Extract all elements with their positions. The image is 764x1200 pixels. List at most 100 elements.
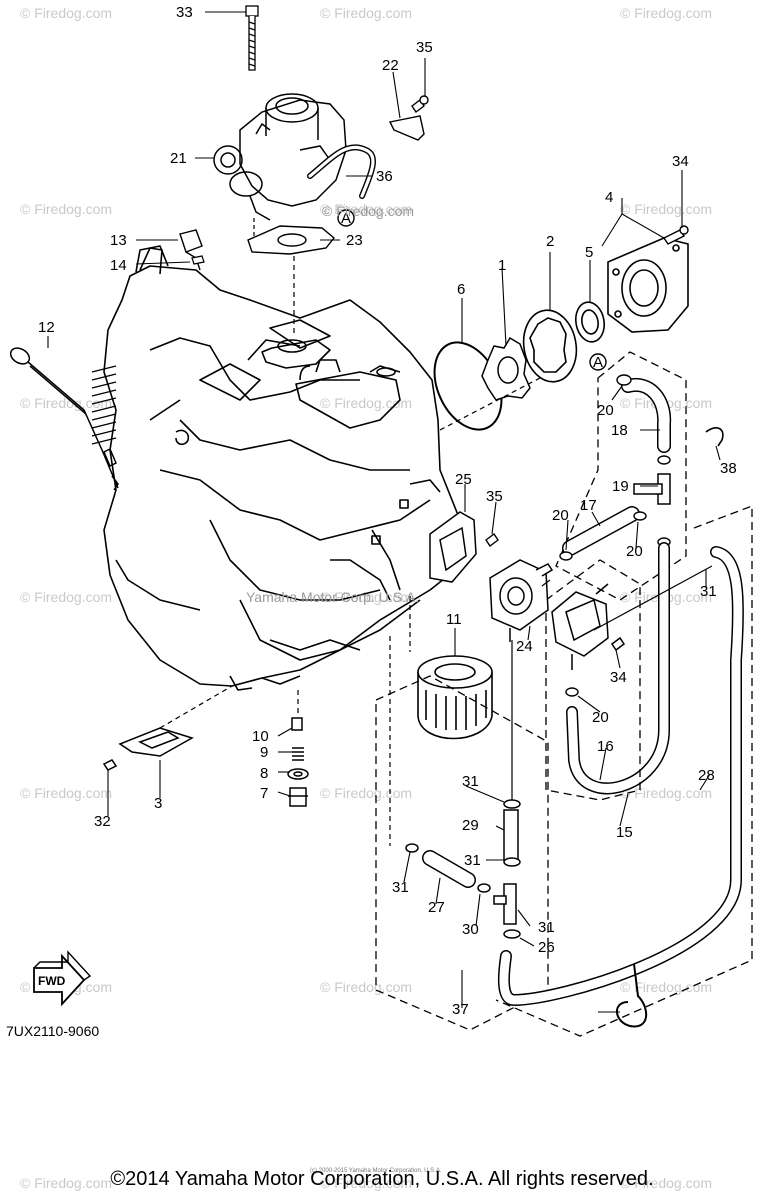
assembly-box-28: [495, 505, 753, 1037]
carburetor: [213, 93, 347, 221]
callout: 9: [260, 744, 268, 761]
gasket: [247, 225, 335, 255]
callout: 14: [110, 257, 127, 274]
joint-19: [633, 473, 671, 505]
watermark-text: © Firedog.com: [320, 979, 412, 995]
watermark-text: © Firedog.com: [20, 395, 112, 411]
reference-a-top: A: [337, 209, 355, 227]
watermark-text: © Firedog.com: [320, 589, 412, 605]
watermark-text: © Firedog.com: [320, 5, 412, 21]
copyright-notice: ©2014 Yamaha Motor Corporation, U.S.A. A…: [110, 1168, 654, 1190]
callout: 34: [610, 669, 627, 686]
bracket: [388, 115, 425, 141]
clip-38: [705, 427, 724, 447]
fwd-label: FWD: [38, 974, 66, 988]
callout: 29: [462, 817, 479, 834]
callout: 11: [446, 611, 462, 628]
dipstick: [9, 347, 119, 491]
outer-rotor: [522, 309, 578, 383]
callout: 35: [486, 488, 503, 505]
fuel-pump: [489, 559, 554, 642]
callout: 31: [700, 583, 717, 600]
callout: 36: [376, 168, 393, 185]
callout: 15: [616, 824, 633, 841]
callout: 20: [552, 507, 569, 524]
callout: 26: [538, 939, 555, 956]
leader-lines: [47, 11, 721, 1013]
callout: 33: [176, 4, 193, 21]
center-watermark: © Firedog.com: [322, 203, 414, 219]
callout: 20: [597, 402, 614, 419]
callout: 23: [346, 232, 363, 249]
callout: 12: [38, 319, 55, 336]
callout: 7: [260, 785, 268, 802]
callout: 28: [698, 767, 715, 784]
callout: 5: [585, 244, 593, 261]
ref-a-top-label: A: [341, 210, 351, 227]
pump-cover: [607, 237, 689, 333]
assembly-box-15: [545, 559, 641, 801]
callout: 4: [605, 189, 613, 206]
watermark-text: © Firedog.com: [20, 589, 112, 605]
inner-rotor: [481, 336, 531, 401]
callout: 37: [452, 1001, 469, 1018]
callout: 2: [546, 233, 554, 250]
watermark-text: © Firedog.com: [620, 201, 712, 217]
callout: 22: [382, 57, 399, 74]
drawing-code: 7UX2110-9060: [6, 1023, 99, 1039]
watermark-text: © Firedog.com: [20, 201, 112, 217]
watermark-text: © Firedog.com: [20, 5, 112, 21]
callout: 38: [720, 460, 737, 477]
callout: 16: [597, 738, 614, 755]
inline-copyright: Yamaha Motor Corp. U.S.A.: [246, 589, 419, 605]
callout: 19: [612, 478, 629, 495]
callout: 24: [516, 638, 533, 655]
reference-a-right: A: [589, 353, 607, 371]
tiny-notice: (c) 2000-2015 Yamaha Motor Corporation, …: [310, 1168, 442, 1174]
fwd-arrow: [33, 950, 92, 1007]
screw-35-top: [411, 95, 429, 114]
callout: 32: [94, 813, 111, 830]
engine-fins: [91, 365, 117, 445]
callout: 18: [611, 422, 628, 439]
callout: 31: [464, 852, 481, 869]
mounting-bracket: [429, 511, 477, 583]
engine-block: [103, 245, 469, 691]
callout: 25: [455, 471, 472, 488]
hose-joints: [405, 799, 521, 939]
callout: 1: [498, 257, 506, 274]
watermark-text: © Firedog.com: [620, 5, 712, 21]
fuel-filter: [551, 583, 626, 670]
callout: 20: [626, 543, 643, 560]
watermark-text: © Firedog.com: [20, 785, 112, 801]
watermark-text: © Firedog.com: [320, 1175, 412, 1191]
callout: 3: [154, 795, 162, 812]
watermark-text: © Firedog.com: [620, 785, 712, 801]
oil-filter: [417, 655, 493, 740]
callout: 31: [462, 773, 479, 790]
watermark-text: © Firedog.com: [620, 1175, 712, 1191]
callout: 6: [457, 281, 465, 298]
clips-20: [559, 374, 671, 697]
watermark-text: © Firedog.com: [320, 395, 412, 411]
watermark-text: © Firedog.com: [20, 1175, 112, 1191]
watermark-text: © Firedog.com: [320, 785, 412, 801]
callout: 20: [592, 709, 609, 726]
callout: 34: [672, 153, 689, 170]
ref-a-right-label: A: [593, 354, 603, 371]
callout-numbers: 33 35 22 21 36 13 14 23 34 4 2 1 5 6 12 …: [38, 4, 737, 1018]
callout: 30: [462, 921, 479, 938]
callout: 8: [260, 765, 268, 782]
callout: 27: [428, 899, 445, 916]
callout: 10: [252, 728, 269, 745]
assembly-box-upper: [555, 351, 687, 601]
callout: 31: [538, 919, 555, 936]
oil-seal: [574, 301, 606, 343]
clip-37: [616, 963, 648, 1028]
callout: 35: [416, 39, 433, 56]
watermark-text: © Firedog.com: [620, 979, 712, 995]
callout: 21: [170, 150, 187, 167]
sensor: [179, 229, 203, 271]
callout: 31: [392, 879, 409, 896]
